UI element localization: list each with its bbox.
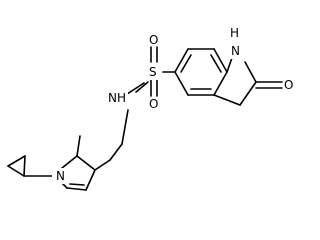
bond-c3-ch2 — [76, 135, 81, 157]
bond-pyr-n-c2 — [61, 155, 78, 169]
bond-pyr-c4-c5-inner — [69, 183, 85, 186]
bond-pyr-c2-c3 — [76, 155, 96, 171]
bond-cp-3 — [23, 155, 26, 177]
bond-pyr-c4-c5 — [66, 187, 87, 191]
atom-o-carbonyl: O — [284, 78, 293, 92]
atom-nh-amide: NH — [108, 91, 126, 105]
bond-bz-6 — [174, 71, 189, 96]
atom-o-sulfonyl-top: O — [149, 33, 158, 47]
bond-nh-s-2 — [135, 81, 149, 93]
bond-pyr-c3-c4 — [85, 169, 96, 191]
atom-s-sulfonyl: S — [149, 65, 157, 79]
label-bg-nh — [106, 90, 128, 106]
label-bg-s — [146, 64, 160, 80]
bonds — [7, 46, 283, 191]
bond-bz-3 — [213, 48, 228, 73]
bond-lac-co-n — [244, 61, 257, 83]
atom-h-lactam: H — [230, 26, 239, 40]
bond-bz-4 — [213, 71, 228, 96]
atom-labels: N NH S O O H N O — [52, 26, 293, 184]
bond-c3-ch2-alt — [94, 159, 111, 171]
bond-ch2-nh — [121, 109, 129, 145]
bond-cp-1 — [7, 155, 26, 167]
atom-n-lactam: N — [231, 44, 240, 58]
molecule-canvas: N NH S O O H N O — [7, 26, 294, 191]
atom-o-sulfonyl-bottom: O — [149, 97, 158, 111]
structure-drawing: N NH S O O H N O — [7, 26, 293, 191]
bond-cp-2 — [7, 165, 25, 177]
bond-bz-1 — [174, 48, 189, 73]
bond-bz-3-inner — [210, 54, 222, 73]
bond-lac-c3a-ch2 — [213, 94, 241, 106]
label-bg-n-lactam — [228, 43, 244, 59]
bond-bz-1-inner — [180, 54, 192, 73]
label-bg-n-pyrrole — [52, 168, 68, 184]
bond-lac-ch2-co — [239, 81, 257, 106]
atom-n-pyrrole: N — [56, 169, 65, 183]
bond-ch2-ch2 — [109, 143, 123, 161]
